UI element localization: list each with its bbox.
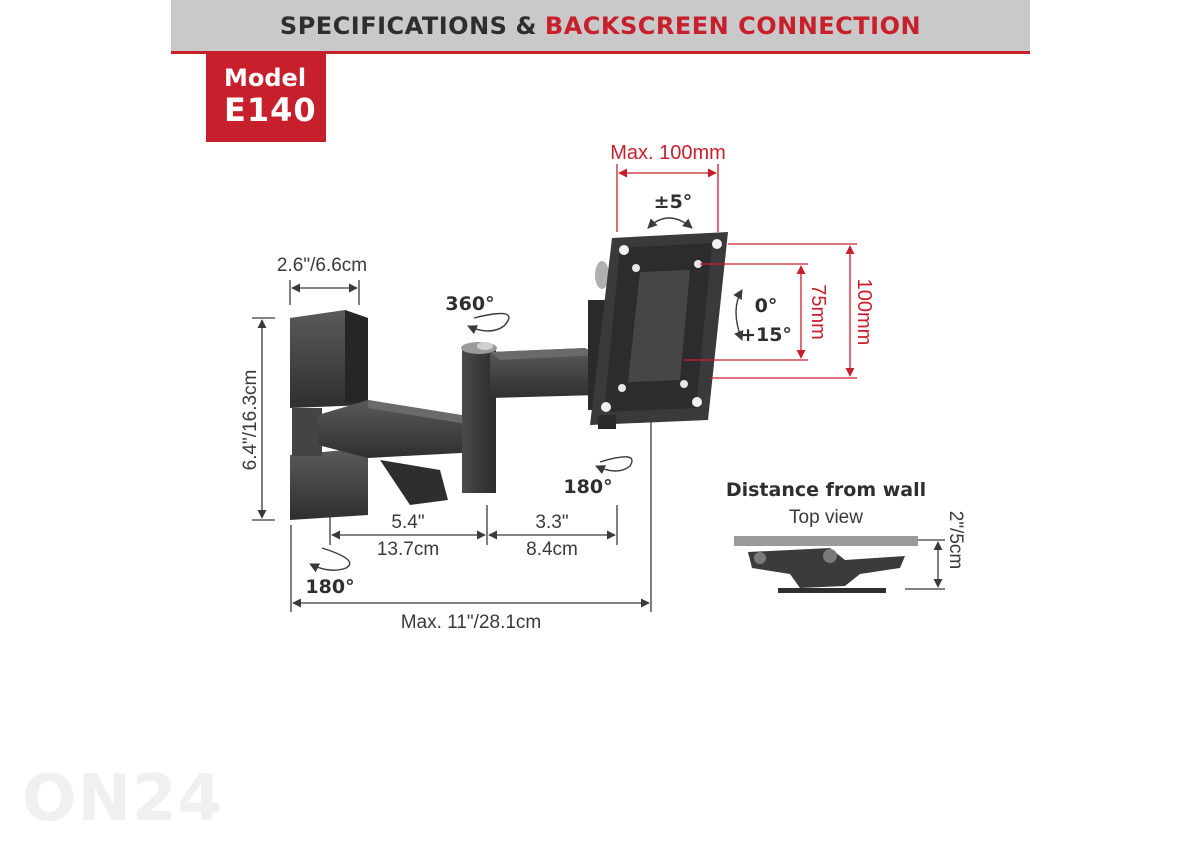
model-name: E140 (224, 91, 317, 129)
header-title-part1: SPECIFICATIONS (279, 11, 508, 40)
arm1-cm-label: 13.7cm (377, 539, 439, 560)
plate-height-label: 6.4"/16.3cm (240, 370, 261, 471)
vesa-max-label: Max. 100mm (610, 142, 726, 164)
wall-swivel-label: 180° (305, 576, 354, 598)
vesa-75-label: 75mm (807, 284, 829, 340)
distance-inset: Distance from wall Top view 2"/5cm (726, 479, 966, 593)
plate-width-label: 2.6"/6.6cm (277, 255, 367, 276)
arm1-inch-label: 5.4" (391, 512, 424, 533)
model-label: Model (224, 64, 307, 92)
arm2-cm-label: 8.4cm (526, 539, 578, 560)
vesa-dimension-lines (616, 164, 857, 379)
tilt-side-label: ±5° (654, 191, 693, 213)
distance-value: 2"/5cm (945, 511, 966, 569)
dimension-lines (252, 280, 945, 612)
rotation-arrows (309, 217, 744, 573)
head-swivel-label: 180° (563, 476, 612, 498)
mount-top-view (748, 548, 905, 588)
tilt-up-label: +15° (740, 324, 792, 346)
tilt-down-label: 0° (755, 295, 778, 317)
max-extension-label: Max. 11"/28.1cm (401, 612, 542, 633)
watermark-logo: ON24 (22, 762, 224, 836)
arm2-inch-label: 3.3" (535, 512, 568, 533)
header-title-part2: BACKSCREEN CONNECTION (544, 11, 922, 40)
model-badge: Model E140 (206, 54, 326, 142)
wall-surface (734, 536, 918, 546)
vesa-100-label: 100mm (853, 279, 875, 346)
header-title-amp: & (515, 11, 537, 40)
distance-subtitle: Top view (789, 507, 863, 528)
wall-mount-product (290, 232, 728, 520)
distance-title: Distance from wall (726, 479, 926, 501)
spec-header: SPECIFICATIONS & BACKSCREEN CONNECTION (171, 0, 1030, 54)
arm-swivel-label: 360° (445, 293, 494, 315)
